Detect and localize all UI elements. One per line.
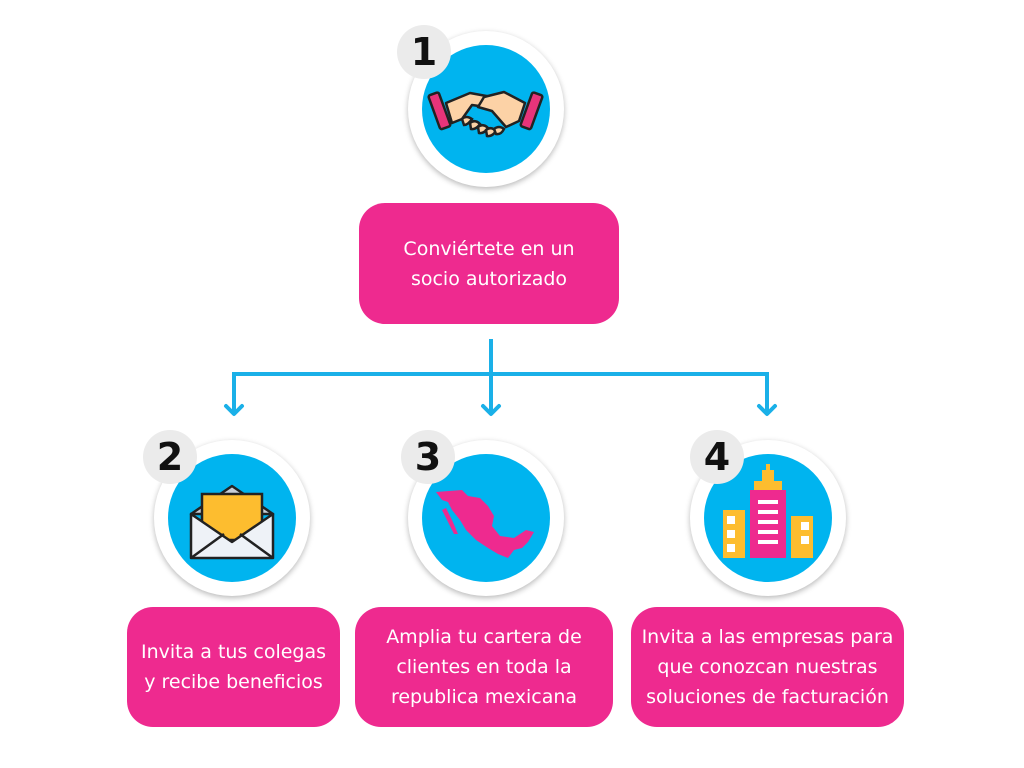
step-2-icon-circle bbox=[154, 440, 310, 596]
step-3-label: Amplia tu cartera de clientes en toda la… bbox=[386, 626, 582, 708]
step-3-text-box: Amplia tu cartera de clientes en toda la… bbox=[355, 607, 613, 727]
step-4-number-badge: 4 bbox=[690, 430, 744, 484]
step-2-label: Invita a tus colegas y recibe beneficios bbox=[140, 641, 327, 693]
arrow-head-2 bbox=[224, 404, 244, 416]
step-1-label: Conviértete en un socio autorizado bbox=[403, 237, 575, 290]
envelope-icon bbox=[189, 484, 275, 560]
arrow-head-4 bbox=[757, 404, 777, 416]
step-2-text-box: Invita a tus colegas y recibe beneficios bbox=[127, 607, 340, 727]
mexico-map-icon bbox=[436, 490, 534, 558]
arrow-head-3 bbox=[481, 404, 501, 416]
step-4-label: Invita a las empresas para que conozcan … bbox=[641, 626, 894, 708]
step-3-number-badge: 3 bbox=[401, 430, 455, 484]
step-1-number-badge: 1 bbox=[397, 25, 451, 79]
step-4-text-box: Invita a las empresas para que conozcan … bbox=[631, 607, 904, 727]
handshake-icon bbox=[427, 90, 544, 138]
buildings-icon bbox=[723, 464, 813, 558]
step-2-number-badge: 2 bbox=[143, 430, 197, 484]
step-1-text-box: Conviértete en un socio autorizado bbox=[359, 203, 619, 324]
